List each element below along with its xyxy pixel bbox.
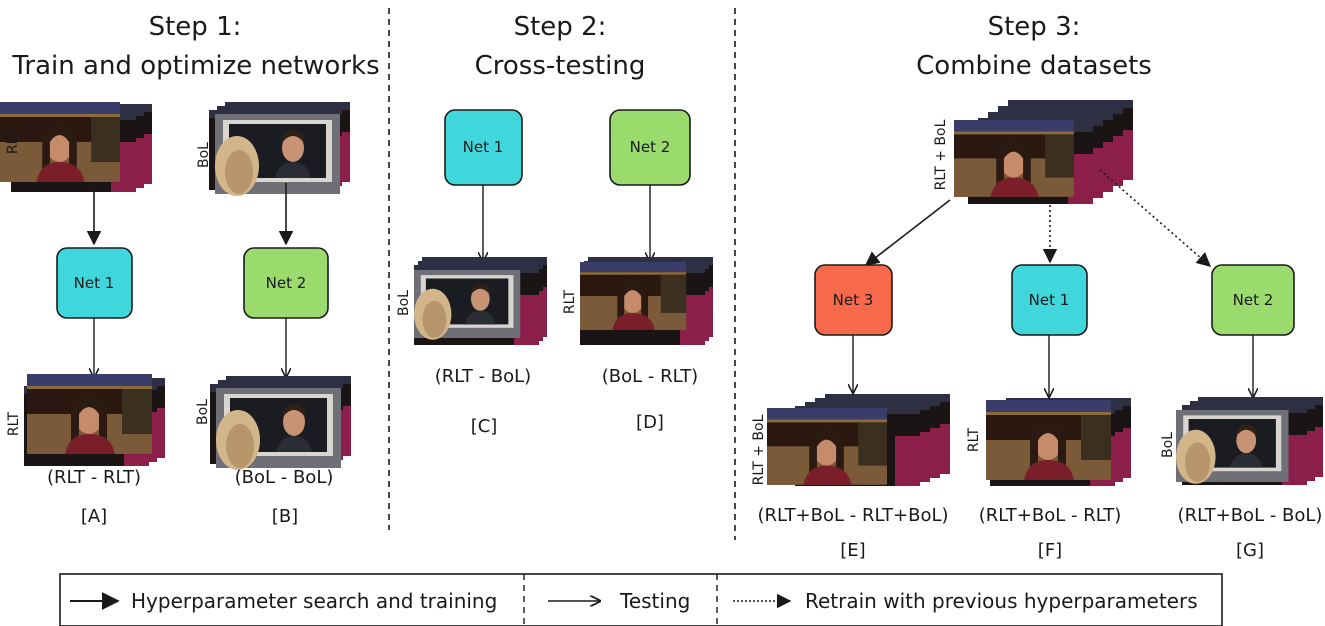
a-caption: (RLT - RLT) [47, 467, 141, 488]
e-id: [E] [840, 540, 865, 561]
e-net-label: Net 3 [833, 291, 874, 309]
g-output-stack [1176, 397, 1323, 485]
b-input-stack [209, 102, 350, 196]
c-output-stack [414, 257, 547, 345]
g-output-label: BoL [1160, 432, 1176, 458]
e-output-stack [767, 394, 950, 486]
b-net-label: Net 2 [266, 274, 307, 292]
f-output-stack [986, 398, 1131, 486]
a-input-stack [0, 102, 152, 192]
b-id: [B] [272, 506, 298, 527]
a-output-label: RLT [6, 411, 22, 436]
step1-title-line1: Step 1: [149, 12, 242, 42]
d-output-label: RLT [562, 289, 578, 314]
step3-title-line2: Combine datasets [916, 51, 1152, 81]
f-id: [F] [1038, 540, 1062, 561]
a-input-label: RLT [5, 129, 21, 154]
c-id: [C] [471, 416, 498, 437]
a-id: [A] [81, 506, 107, 527]
c-output-label: BoL [396, 290, 412, 316]
step2-title-line1: Step 2: [514, 12, 607, 42]
b-output-label: BoL [195, 399, 211, 425]
step2-title-line2: Cross-testing [475, 51, 646, 81]
a-output-stack [24, 374, 165, 466]
e-caption: (RLT+BoL - RLT+BoL) [757, 505, 948, 526]
e-output-label: RLT + BoL [751, 414, 767, 485]
step3-input-label: RLT + BoL [933, 119, 949, 190]
g-caption: (RLT+BoL - BoL) [1178, 505, 1323, 526]
step3-input-stack [954, 100, 1133, 204]
d-output-stack [580, 257, 713, 345]
d-id: [D] [636, 412, 664, 433]
b-input-label: BoL [196, 142, 212, 168]
legend: Hyperparameter search and training Testi… [59, 573, 1223, 626]
f-output-label: RLT [966, 427, 982, 452]
e-train-arrow [864, 199, 951, 266]
f-net-label: Net 1 [1029, 291, 1070, 309]
c-net-label: Net 1 [463, 138, 504, 156]
step1-title-line2: Train and optimize networks [11, 51, 379, 81]
a-net-label: Net 1 [74, 274, 115, 292]
b-output-stack [210, 376, 351, 470]
g-id: [G] [1236, 540, 1264, 561]
g-retrain-arrow [1099, 169, 1212, 267]
c-caption: (RLT - BoL) [435, 366, 531, 387]
legend-retrain-label: Retrain with previous hyperparameters [805, 589, 1198, 613]
d-caption: (BoL - RLT) [602, 366, 698, 387]
d-net-label: Net 2 [630, 138, 671, 156]
legend-train-label: Hyperparameter search and training [131, 589, 497, 613]
legend-test-label: Testing [619, 589, 690, 613]
step3-title-line1: Step 3: [988, 12, 1081, 42]
legend-box [59, 573, 1223, 626]
f-caption: (RLT+BoL - RLT) [979, 505, 1122, 526]
g-net-label: Net 2 [1233, 291, 1274, 309]
b-caption: (BoL - BoL) [235, 467, 334, 488]
